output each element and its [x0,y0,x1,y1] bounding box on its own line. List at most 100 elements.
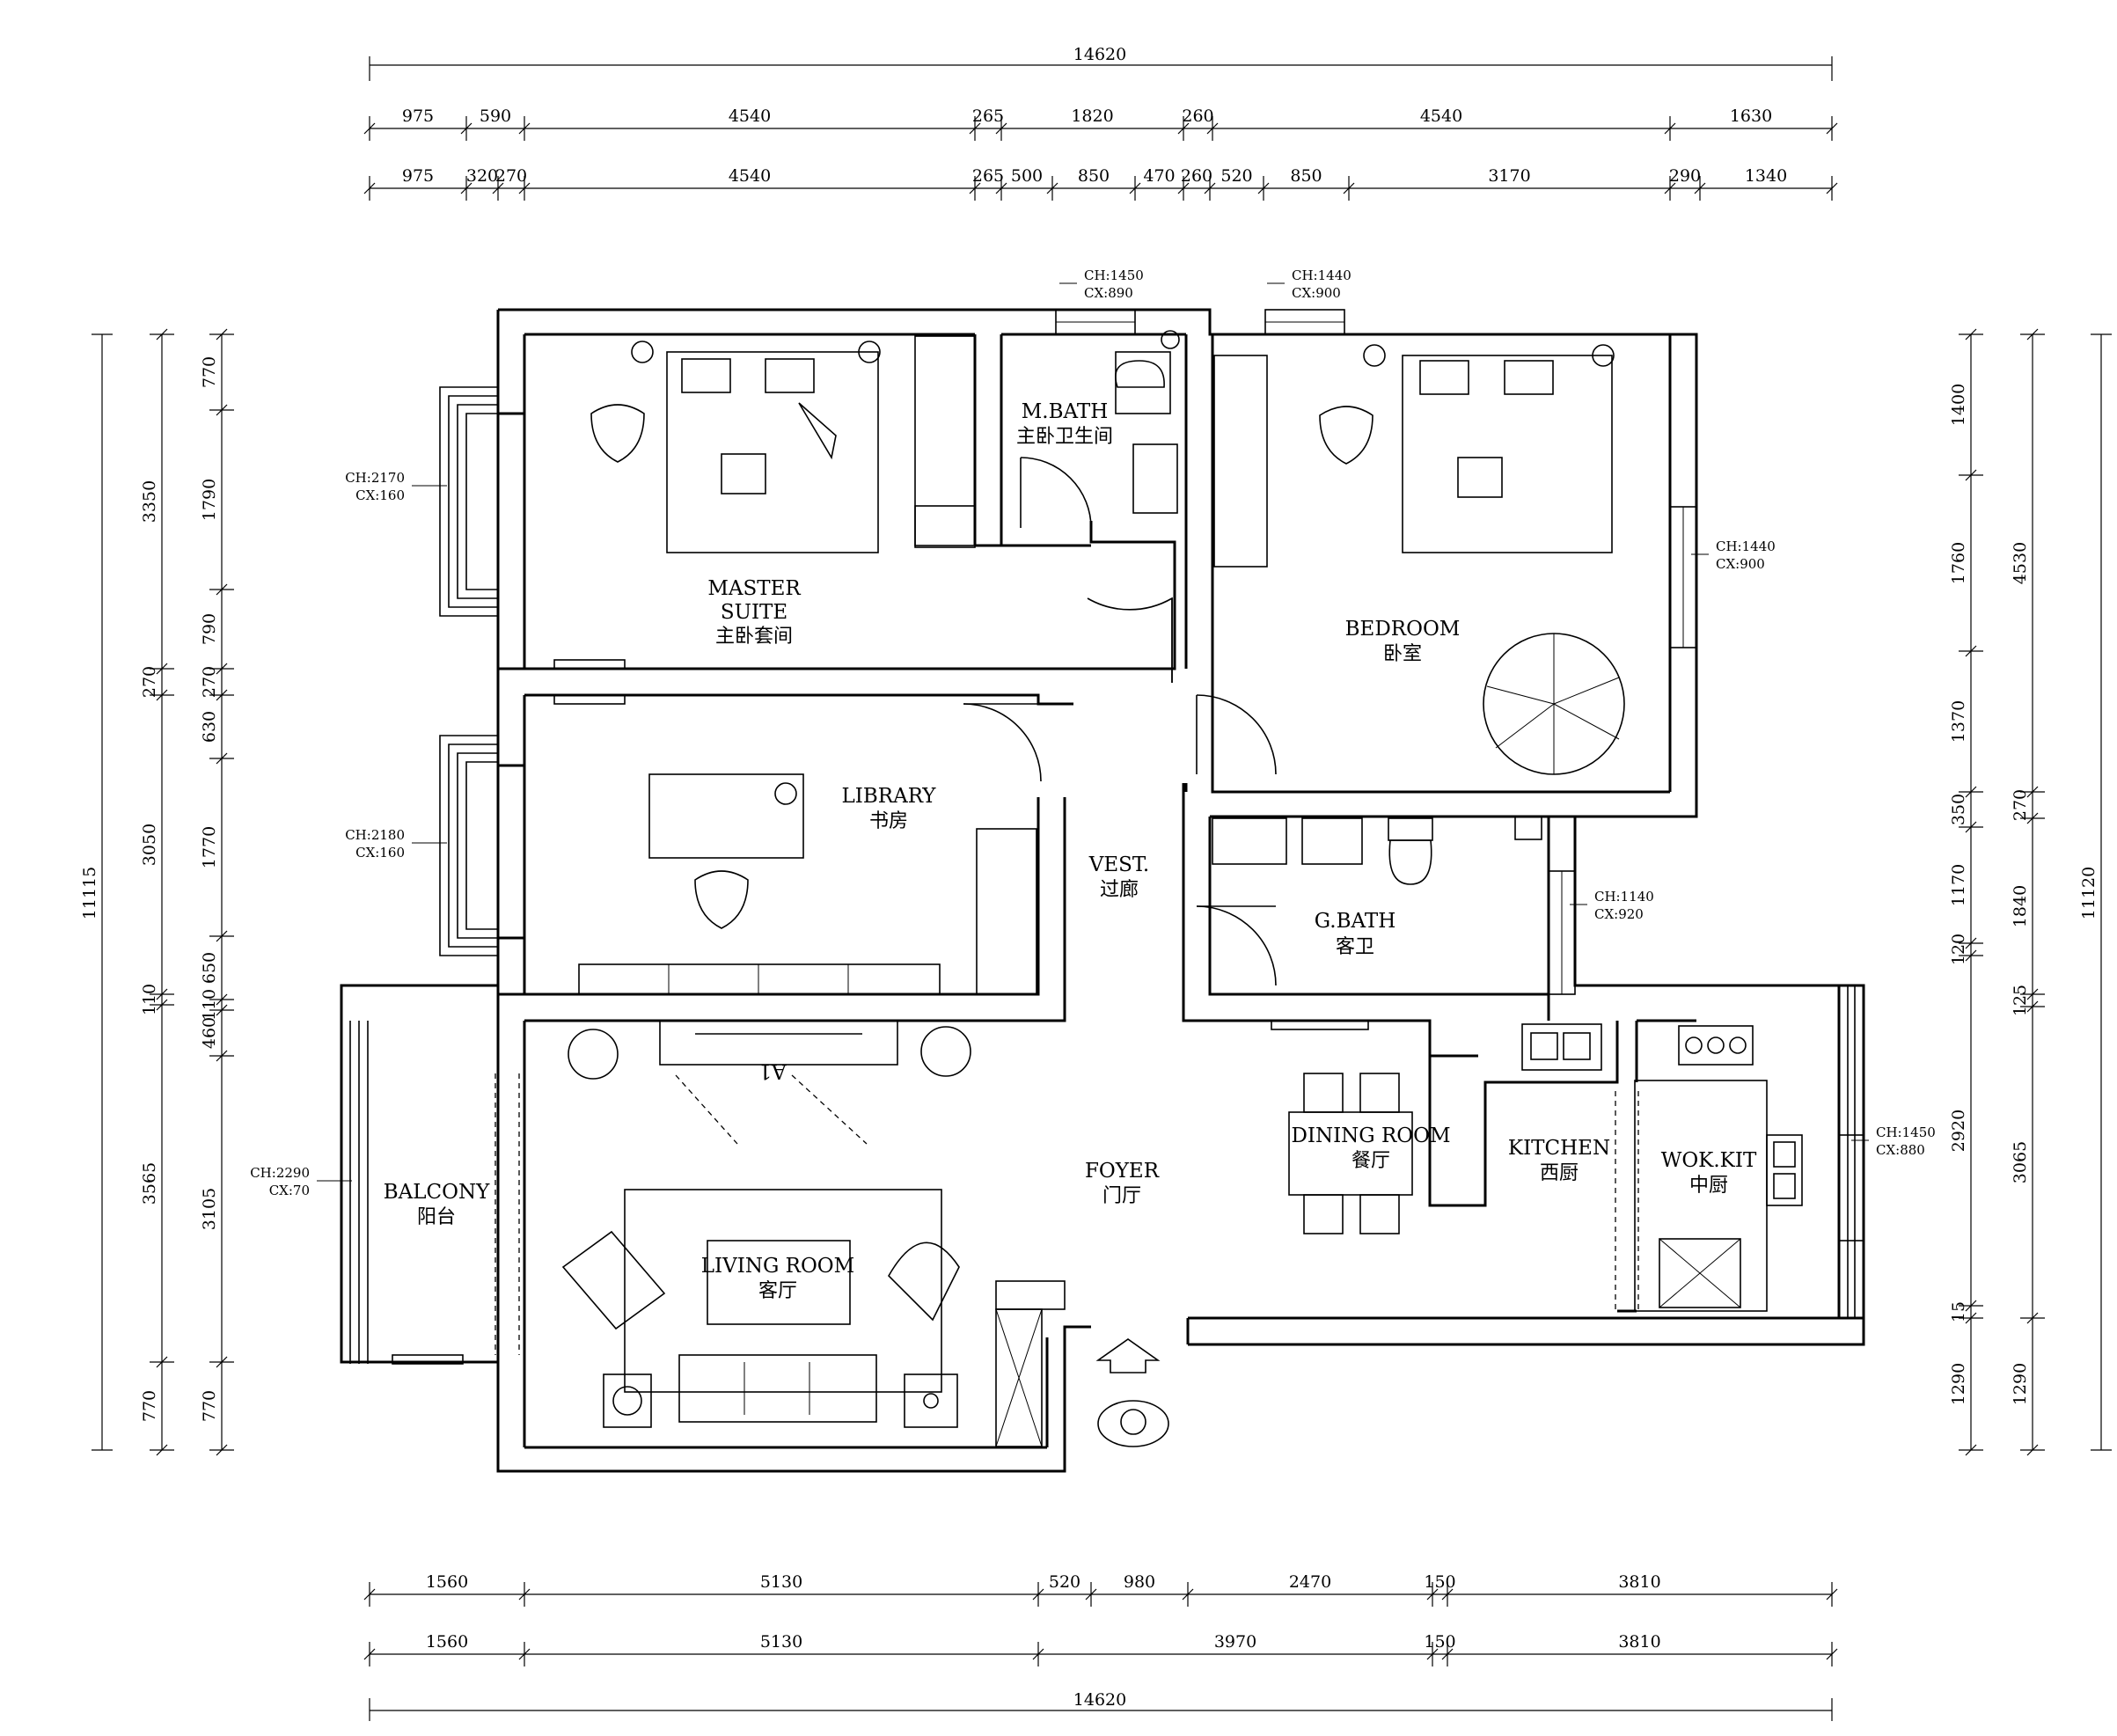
right-row-1-value: 1400 [1949,384,1968,426]
bottom-row-1-value: 1560 [426,1572,468,1592]
top-row-1-value: 4540 [1420,106,1462,126]
right-row-1-value: 350 [1949,794,1968,825]
window-note-ch: CH:1450 [1876,1124,1936,1140]
right-row-1-value: 1170 [1949,864,1968,906]
left-row-2-value: 790 [200,613,219,645]
top-row-2-value: 4540 [729,166,771,186]
doors [494,457,1639,1355]
wok-kit-label-cn: 中厨 [1689,1175,1728,1197]
window-note-cx: CX:890 [1084,285,1133,301]
top-row-2-value: 850 [1078,166,1110,186]
dimension-lines [92,56,2112,1721]
top-row-2-value: 290 [1669,166,1701,186]
bottom-row-2-value: 150 [1424,1632,1455,1652]
window-note-ch: CH:1450 [1084,267,1144,283]
left-row-2-value: 630 [200,711,219,743]
bottom-row-2-value: 3970 [1214,1632,1256,1652]
top-row-1-value: 1630 [1730,106,1772,126]
top-row-2-value: 1340 [1745,166,1787,186]
left-row-1-value: 3050 [140,824,159,866]
wok-kit-label: WOK.KIT [1661,1149,1757,1172]
right-row-2-value: 1840 [2011,885,2030,927]
right-total-dimension: 11120 [2079,867,2099,919]
furniture [561,330,1803,1447]
foyer-label-cn: 门厅 [1102,1185,1141,1207]
g-bath-label-cn: 客卫 [1336,936,1374,958]
left-row-2-value: 3105 [200,1188,219,1230]
living-room-label-cn: 客厅 [758,1280,797,1302]
left-row-1-value: 3350 [140,480,159,523]
right-row-1-value: 120 [1949,934,1968,965]
left-total-dimension: 11115 [80,867,99,919]
left-row-2-value: 110 [200,989,219,1021]
top-row-1-value: 590 [480,106,511,126]
left-row-1-value: 3565 [140,1162,159,1205]
bottom-total-dimension: 14620 [1073,1690,1126,1710]
bottom-row-1-value: 3810 [1618,1572,1660,1592]
right-dimension-row-2: 4530 270 1840 125 3065 1290 [2011,542,2030,1405]
top-row-2-value: 3170 [1488,166,1530,186]
window-note-cx: CX:70 [269,1183,310,1198]
right-row-1-value: 15 [1949,1301,1968,1322]
left-row-1-value: 770 [140,1390,159,1422]
top-row-2-value: 320 [466,166,498,186]
master-suite-label-2: SUITE [721,601,787,624]
m-bath-label: M.BATH [1022,400,1109,423]
library-label: LIBRARY [842,785,937,808]
top-total-dimension: 14620 [1073,45,1126,64]
vest-label-cn: 过廊 [1100,879,1139,901]
right-row-2-value: 3065 [2011,1141,2030,1183]
master-suite-label-cn: 主卧套间 [715,626,793,648]
window-note-cx: CX:880 [1876,1142,1925,1158]
top-row-2-value: 975 [402,166,434,186]
window-note-cx: CX:920 [1594,906,1644,922]
top-row-2-value: 520 [1220,166,1252,186]
top-row-2-value: 850 [1290,166,1322,186]
right-row-2-value: 125 [2011,985,2030,1016]
dining-label-cn: 餐厅 [1352,1150,1390,1172]
top-row-2-value: 470 [1143,166,1175,186]
right-row-1-value: 2920 [1949,1110,1968,1152]
window-note-ch: CH:1140 [1594,889,1654,905]
window-note-ch: CH:1440 [1716,538,1776,554]
window-note-ch: CH:2290 [250,1165,310,1181]
right-row-2-value: 4530 [2011,542,2030,584]
right-row-2-value: 270 [2011,789,2030,821]
library-label-cn: 书房 [869,810,908,832]
m-bath-label-cn: 主卧卫生间 [1016,426,1113,448]
top-row-2-value: 500 [1011,166,1043,186]
right-row-1-value: 1290 [1949,1363,1968,1405]
left-row-2-value: 770 [200,356,219,388]
kitchen-label-cn: 西厨 [1540,1162,1579,1184]
balcony-label-cn: 阳台 [417,1206,456,1228]
top-row-2-value: 260 [1181,166,1212,186]
bay-windows [349,309,1864,1365]
left-row-2-value: 650 [200,952,219,984]
left-row-1-value: 270 [140,666,159,698]
right-row-2-value: 1290 [2011,1363,2030,1405]
bottom-row-2-value: 1560 [426,1632,468,1652]
window-note-cx: CX:160 [355,487,405,503]
living-room-label: LIVING ROOM [701,1255,854,1278]
top-row-1-value: 265 [972,106,1004,126]
bedroom-label-cn: 卧室 [1383,643,1422,665]
left-row-2-value: 1770 [200,826,219,868]
bottom-row-2-value: 5130 [760,1632,802,1652]
right-row-1-value: 1760 [1949,542,1968,584]
top-row-1-value: 4540 [729,106,771,126]
bottom-row-1-value: 520 [1049,1572,1080,1592]
elevation-marker: A1 [758,1059,787,1082]
left-row-1-value: 110 [140,984,159,1015]
g-bath-label: G.BATH [1315,910,1396,933]
left-row-2-value: 270 [200,666,219,698]
room-labels: MASTER SUITE 主卧套间 M.BATH 主卧卫生间 BEDROOM 卧… [384,400,1757,1302]
window-note-cx: CX:160 [355,845,405,861]
top-row-1-value: 260 [1182,106,1213,126]
